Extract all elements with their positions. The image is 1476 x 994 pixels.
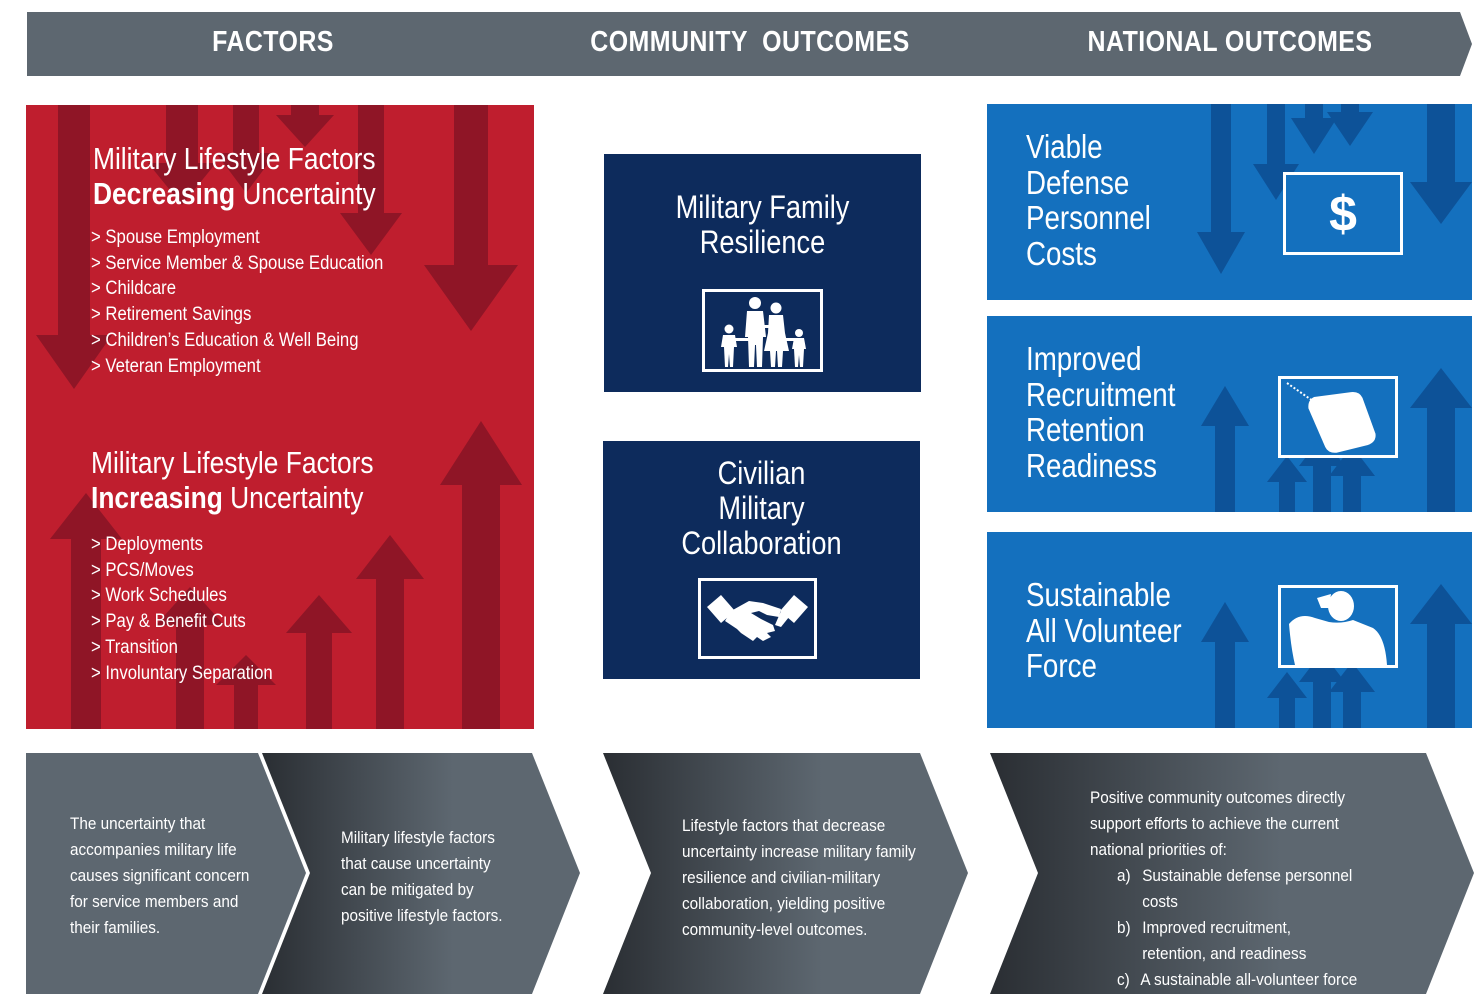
list-item: > Spouse Employment	[91, 227, 260, 248]
bottom-text-uncertainty: The uncertainty that accompanies militar…	[70, 814, 250, 937]
bottom-chevron-band	[26, 753, 1474, 994]
list-item: > Pay & Benefit Cuts	[91, 611, 246, 633]
increasing-title: Military Lifestyle Factors Increasing Un…	[91, 445, 374, 515]
list-item: > Transition	[91, 636, 178, 658]
list-item: > Work Schedules	[91, 585, 227, 607]
recruitment-title-line: Readiness	[1026, 446, 1157, 484]
community-box-collaboration: Civilian Military Collaboration	[603, 441, 920, 679]
increasing-factor-list: > Deployments > PCS/Moves > Work Schedul…	[91, 532, 273, 686]
volunteer-force-title-line: Sustainable	[1026, 576, 1171, 613]
family-icon	[702, 289, 823, 372]
decorative-arrows	[1201, 584, 1472, 728]
priority-marker: b)	[1117, 918, 1131, 937]
recruitment-title-line: Improved	[1026, 340, 1142, 377]
list-item: > Deployments	[91, 534, 203, 555]
dollar-symbol: $	[1329, 185, 1357, 242]
costs-title-line: Costs	[1026, 234, 1097, 272]
resilience-title-line1: Military Family	[675, 189, 850, 225]
list-item: > PCS/Moves	[91, 559, 194, 581]
decreasing-title-line2: Decreasing Uncertainty	[93, 176, 376, 211]
decorative-arrows	[36, 105, 522, 729]
list-item: > Retirement Savings	[91, 304, 252, 326]
priority-marker: a)	[1117, 866, 1131, 885]
national-box-volunteer-force: Sustainable All Volunteer Force	[987, 532, 1472, 728]
list-item: > Involuntary Separation	[91, 662, 273, 684]
costs-title: Viable Defense Personnel Costs	[1026, 129, 1151, 271]
national-priorities-intro: Positive community outcomes directly sup…	[1090, 788, 1346, 859]
list-item: > Service Member & Spouse Education	[91, 252, 384, 274]
increasing-keyword: Increasing	[91, 480, 223, 515]
bottom-text-mitigation: Military lifestyle factors that cause un…	[341, 828, 503, 925]
increasing-title-rest: Uncertainty	[222, 480, 364, 515]
bottom-text-national: Positive community outcomes directly sup…	[1090, 785, 1387, 993]
list-item: > Childcare	[91, 278, 177, 300]
recruitment-title-line: Recruitment	[1026, 375, 1176, 413]
recruitment-title-line: Retention	[1026, 411, 1145, 448]
collaboration-title: Civilian Military Collaboration	[627, 456, 896, 561]
priority-item: a) Sustainable defense personnel costs	[1117, 863, 1387, 915]
volunteer-force-title-line: All Volunteer	[1026, 611, 1182, 649]
priority-text: Sustainable defense personnel costs	[1142, 866, 1353, 911]
decreasing-title-line1: Military Lifestyle Factors	[93, 141, 376, 176]
resilience-title: Military Family Resilience	[628, 190, 897, 260]
resilience-title-line2: Resilience	[699, 224, 826, 260]
costs-title-line: Defense	[1026, 163, 1130, 201]
costs-title-line: Viable	[1026, 128, 1103, 165]
volunteer-force-title: Sustainable All Volunteer Force	[1026, 577, 1182, 684]
priority-marker: c)	[1117, 970, 1130, 989]
decorative-arrows	[1201, 368, 1472, 512]
header-national-outcomes: NATIONAL OUTCOMES	[1087, 26, 1373, 58]
increasing-title-line2: Increasing Uncertainty	[91, 480, 374, 515]
priority-item: c) A sustainable all-volunteer force	[1117, 967, 1387, 993]
decreasing-keyword: Decreasing	[93, 176, 236, 211]
header-arrow-bar	[27, 12, 1472, 76]
priority-text: A sustainable all-volunteer force	[1140, 970, 1358, 989]
list-item: > Children’s Education & Well Being	[91, 329, 359, 351]
national-box-recruitment: Improved Recruitment Retention Readiness	[987, 316, 1472, 512]
bottom-text-community: Lifestyle factors that decrease uncertai…	[682, 816, 916, 939]
collaboration-title-line2: Military	[718, 490, 805, 526]
header-community-outcomes: COMMUNITY OUTCOMES	[590, 26, 910, 58]
costs-title-line: Personnel	[1026, 199, 1151, 236]
volunteer-force-title-line: Force	[1026, 647, 1097, 684]
dollar-icon: $	[1283, 172, 1403, 255]
collaboration-title-line3: Collaboration	[681, 525, 842, 561]
list-item: > Veteran Employment	[91, 355, 261, 377]
national-box-costs: Viable Defense Personnel Costs $	[987, 104, 1472, 300]
factors-panel	[26, 105, 534, 729]
decorative-arrows	[1197, 104, 1472, 274]
recruitment-title: Improved Recruitment Retention Readiness	[1026, 341, 1175, 483]
decreasing-factor-list: > Spouse Employment > Service Member & S…	[91, 225, 383, 379]
header-factors: FACTORS	[212, 26, 334, 58]
dog-tag-icon	[1278, 376, 1398, 458]
decreasing-title-rest: Uncertainty	[235, 176, 376, 211]
collaboration-title-line1: Civilian	[717, 455, 806, 491]
priority-item: b) Improved recruitment, retention, and …	[1117, 915, 1387, 967]
community-box-resilience: Military Family Resilience	[604, 154, 921, 392]
decreasing-title: Military Lifestyle Factors Decreasing Un…	[93, 141, 376, 211]
priority-text: Improved recruitment, retention, and rea…	[1142, 918, 1307, 963]
handshake-icon	[698, 578, 817, 659]
saluting-soldier-icon	[1278, 585, 1398, 668]
increasing-title-line1: Military Lifestyle Factors	[91, 445, 374, 480]
